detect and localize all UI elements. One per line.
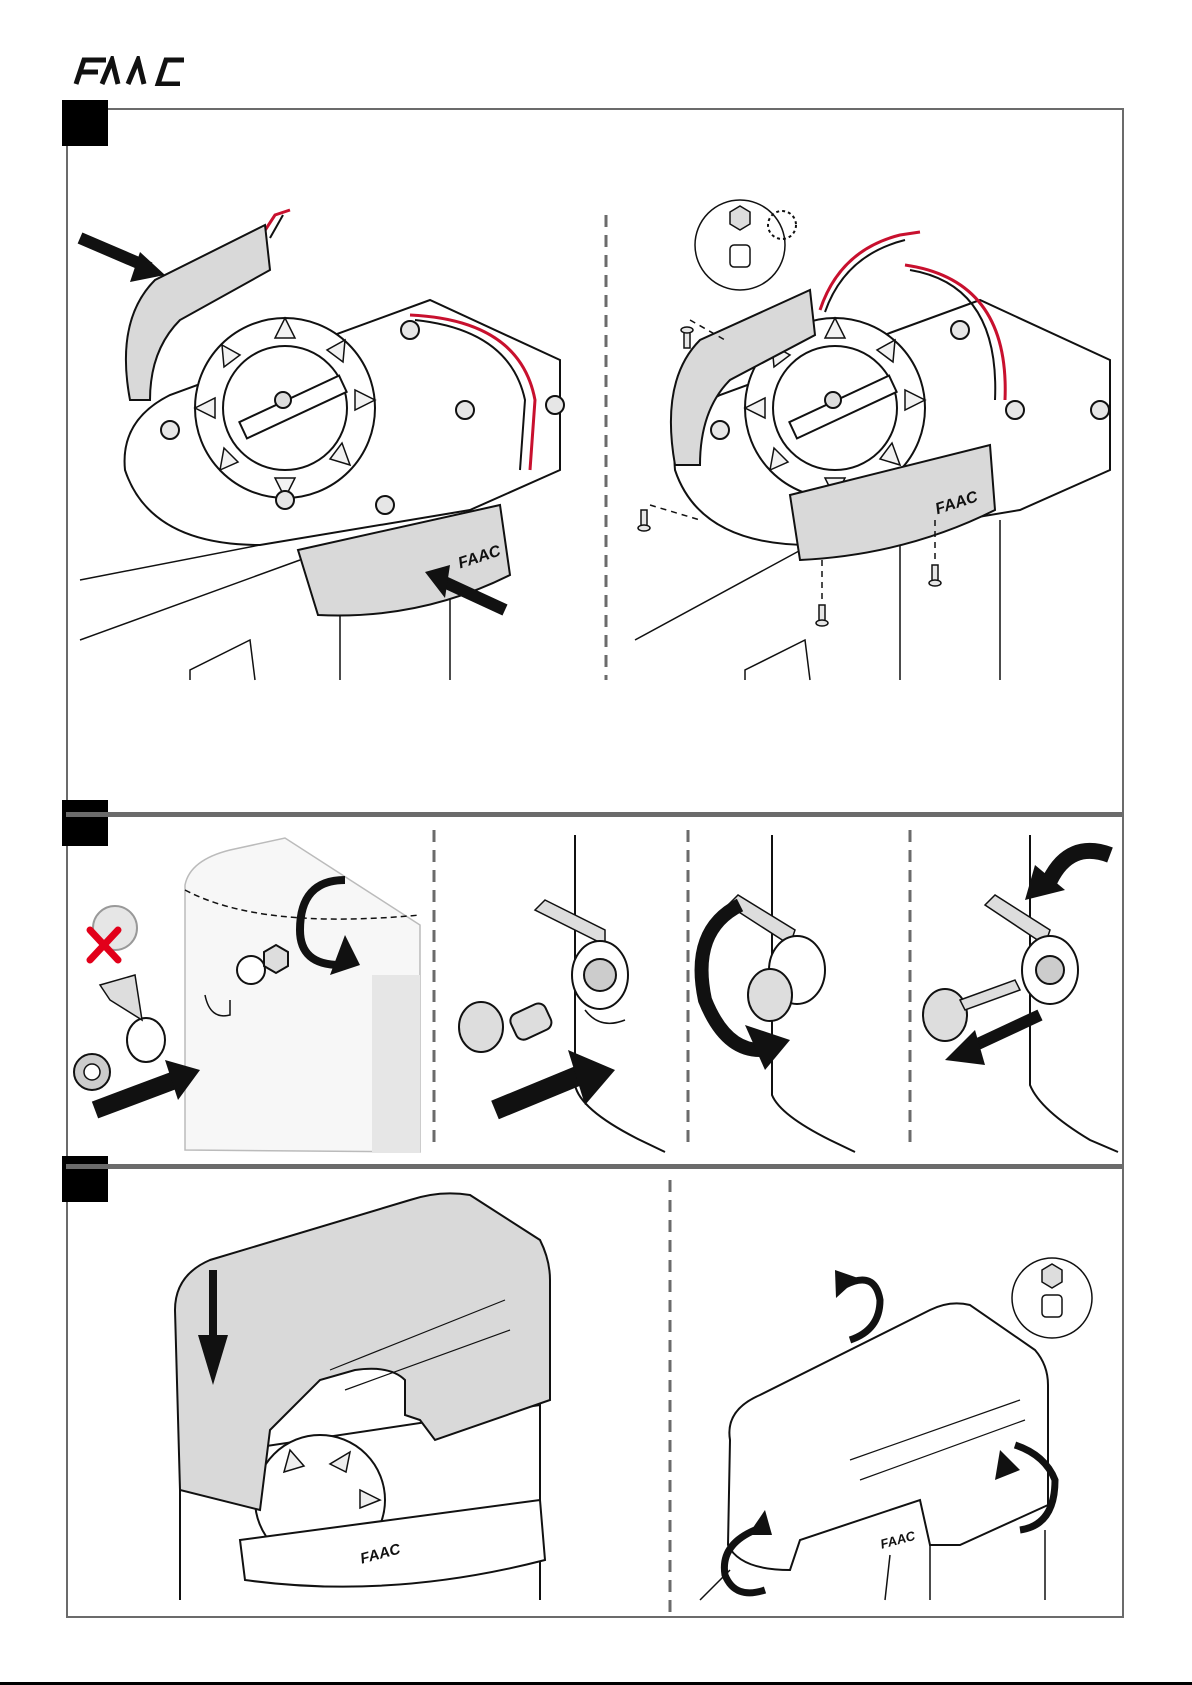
panel-fit-side-covers: FAAC bbox=[80, 210, 564, 680]
key-icon bbox=[459, 1002, 503, 1052]
hex-key-icon bbox=[730, 206, 750, 230]
panel-fit-lock-cylinder bbox=[74, 838, 420, 1153]
key-icon bbox=[748, 969, 792, 1021]
panel-tighten-cover-screws: FAAC bbox=[700, 1258, 1092, 1600]
svg-text:FAAC: FAAC bbox=[879, 1528, 918, 1552]
panel-turn-key bbox=[702, 835, 855, 1152]
key-icon bbox=[923, 989, 967, 1041]
machine-cover bbox=[728, 1303, 1048, 1570]
panel-insert-key bbox=[459, 835, 665, 1152]
hex-key-icon bbox=[1042, 1264, 1062, 1288]
gear-icon bbox=[195, 318, 375, 498]
panel-remove-key bbox=[923, 835, 1118, 1152]
panel-fasten-screws: FAAC bbox=[635, 200, 1110, 680]
panel-lower-cover: FAAC bbox=[175, 1193, 550, 1600]
